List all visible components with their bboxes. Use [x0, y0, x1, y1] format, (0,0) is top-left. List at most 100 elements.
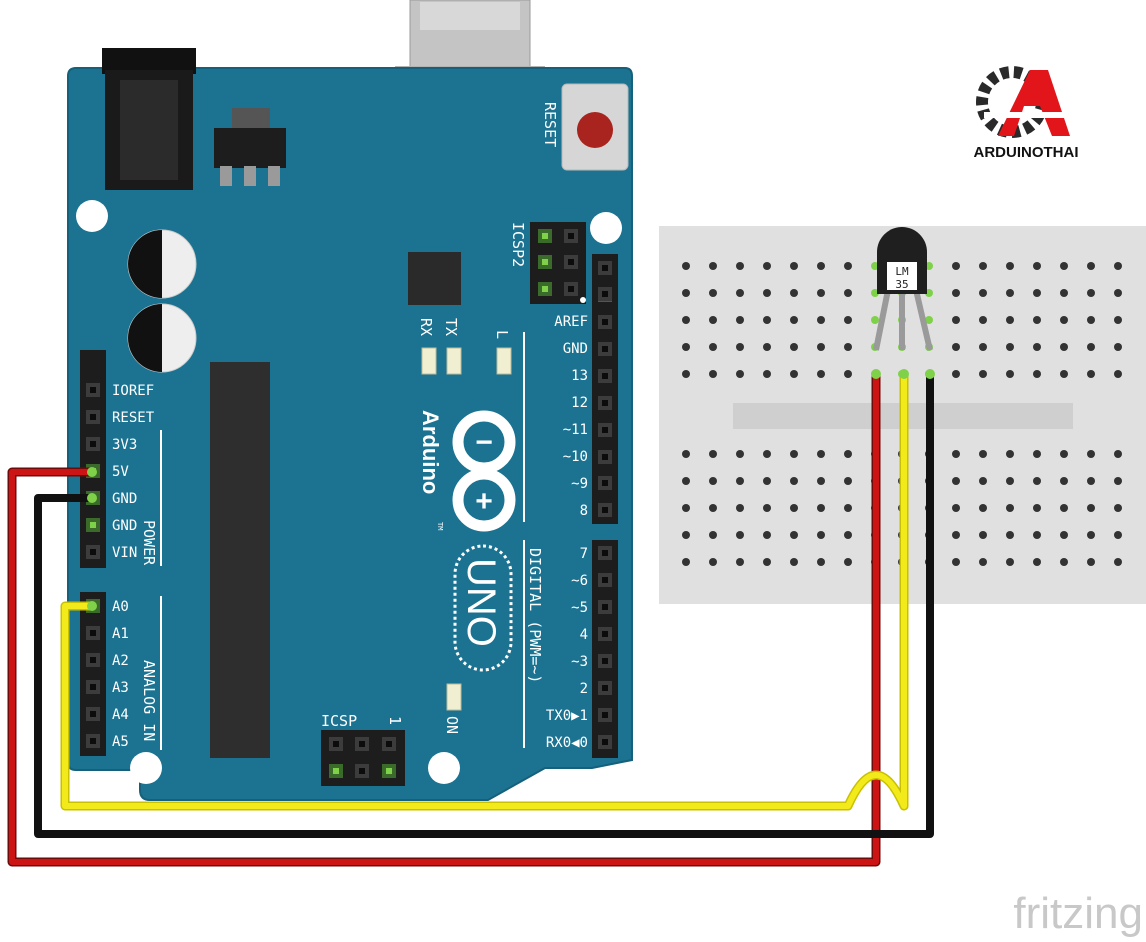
- breadboard-hole[interactable]: [790, 450, 798, 458]
- breadboard-hole[interactable]: [844, 477, 852, 485]
- breadboard-hole[interactable]: [1087, 289, 1095, 297]
- breadboard-hole[interactable]: [1060, 531, 1068, 539]
- breadboard-hole[interactable]: [682, 477, 690, 485]
- breadboard-hole[interactable]: [979, 558, 987, 566]
- breadboard-hole[interactable]: [979, 504, 987, 512]
- breadboard-hole[interactable]: [844, 343, 852, 351]
- breadboard-hole[interactable]: [763, 343, 771, 351]
- breadboard-hole[interactable]: [709, 450, 717, 458]
- breadboard-hole[interactable]: [1033, 370, 1041, 378]
- breadboard-hole[interactable]: [1033, 289, 1041, 297]
- breadboard-hole[interactable]: [682, 504, 690, 512]
- breadboard-hole[interactable]: [736, 531, 744, 539]
- breadboard-hole[interactable]: [1006, 316, 1014, 324]
- breadboard-hole[interactable]: [763, 477, 771, 485]
- breadboard-hole[interactable]: [763, 558, 771, 566]
- breadboard-hole[interactable]: [1006, 558, 1014, 566]
- breadboard-hole[interactable]: [709, 316, 717, 324]
- breadboard-hole[interactable]: [763, 316, 771, 324]
- breadboard-hole[interactable]: [952, 450, 960, 458]
- breadboard-hole[interactable]: [952, 558, 960, 566]
- breadboard-hole[interactable]: [952, 343, 960, 351]
- breadboard-hole[interactable]: [790, 531, 798, 539]
- breadboard-hole[interactable]: [1114, 558, 1122, 566]
- breadboard-hole[interactable]: [1006, 370, 1014, 378]
- breadboard-hole[interactable]: [1033, 504, 1041, 512]
- breadboard-hole[interactable]: [1114, 289, 1122, 297]
- breadboard-hole[interactable]: [1006, 262, 1014, 270]
- breadboard-hole[interactable]: [817, 343, 825, 351]
- breadboard-hole[interactable]: [790, 370, 798, 378]
- breadboard-hole[interactable]: [1033, 450, 1041, 458]
- breadboard-hole[interactable]: [709, 504, 717, 512]
- breadboard-hole[interactable]: [1033, 558, 1041, 566]
- breadboard-hole[interactable]: [844, 289, 852, 297]
- breadboard-hole[interactable]: [790, 343, 798, 351]
- breadboard-hole[interactable]: [763, 450, 771, 458]
- breadboard-hole[interactable]: [1087, 262, 1095, 270]
- breadboard-hole[interactable]: [682, 289, 690, 297]
- breadboard-hole[interactable]: [709, 558, 717, 566]
- breadboard-hole[interactable]: [682, 343, 690, 351]
- breadboard-hole[interactable]: [1060, 558, 1068, 566]
- breadboard-hole[interactable]: [817, 316, 825, 324]
- breadboard-hole[interactable]: [979, 343, 987, 351]
- breadboard-hole[interactable]: [952, 531, 960, 539]
- breadboard-hole[interactable]: [736, 289, 744, 297]
- breadboard-hole[interactable]: [817, 289, 825, 297]
- breadboard-hole[interactable]: [1114, 262, 1122, 270]
- breadboard-hole[interactable]: [1087, 504, 1095, 512]
- breadboard-hole[interactable]: [763, 531, 771, 539]
- breadboard-hole[interactable]: [763, 370, 771, 378]
- breadboard-hole[interactable]: [844, 531, 852, 539]
- breadboard-hole[interactable]: [1087, 316, 1095, 324]
- breadboard-hole[interactable]: [1114, 343, 1122, 351]
- breadboard-hole[interactable]: [736, 477, 744, 485]
- breadboard-hole[interactable]: [1087, 531, 1095, 539]
- breadboard-hole[interactable]: [790, 477, 798, 485]
- breadboard-hole[interactable]: [1006, 477, 1014, 485]
- breadboard-hole[interactable]: [1114, 504, 1122, 512]
- breadboard-hole[interactable]: [1060, 343, 1068, 351]
- breadboard-hole[interactable]: [925, 316, 933, 324]
- breadboard-hole[interactable]: [952, 477, 960, 485]
- breadboard-hole[interactable]: [979, 370, 987, 378]
- breadboard-hole[interactable]: [817, 531, 825, 539]
- breadboard-hole[interactable]: [844, 370, 852, 378]
- breadboard-hole[interactable]: [979, 450, 987, 458]
- breadboard-hole[interactable]: [844, 316, 852, 324]
- breadboard-hole[interactable]: [1033, 477, 1041, 485]
- breadboard-hole[interactable]: [817, 262, 825, 270]
- breadboard-hole[interactable]: [763, 289, 771, 297]
- breadboard-hole[interactable]: [709, 343, 717, 351]
- breadboard-hole[interactable]: [844, 262, 852, 270]
- breadboard-hole[interactable]: [682, 531, 690, 539]
- breadboard-hole[interactable]: [790, 558, 798, 566]
- breadboard-hole[interactable]: [1060, 504, 1068, 512]
- breadboard-hole[interactable]: [709, 370, 717, 378]
- breadboard-hole[interactable]: [736, 262, 744, 270]
- breadboard-hole[interactable]: [817, 477, 825, 485]
- breadboard-hole[interactable]: [790, 262, 798, 270]
- breadboard-hole[interactable]: [952, 504, 960, 512]
- breadboard-hole[interactable]: [817, 450, 825, 458]
- breadboard-hole[interactable]: [1087, 558, 1095, 566]
- breadboard-hole[interactable]: [1060, 450, 1068, 458]
- breadboard-hole[interactable]: [844, 504, 852, 512]
- breadboard-hole[interactable]: [682, 262, 690, 270]
- breadboard-hole[interactable]: [682, 558, 690, 566]
- breadboard-hole[interactable]: [736, 370, 744, 378]
- breadboard-hole[interactable]: [1006, 289, 1014, 297]
- breadboard-hole[interactable]: [1006, 450, 1014, 458]
- breadboard-hole[interactable]: [736, 504, 744, 512]
- breadboard-hole[interactable]: [1060, 262, 1068, 270]
- reset-button[interactable]: [561, 83, 629, 171]
- breadboard-hole[interactable]: [844, 450, 852, 458]
- breadboard-hole[interactable]: [736, 450, 744, 458]
- breadboard-hole[interactable]: [790, 504, 798, 512]
- breadboard-hole[interactable]: [763, 262, 771, 270]
- breadboard-hole[interactable]: [979, 531, 987, 539]
- breadboard-hole[interactable]: [979, 289, 987, 297]
- breadboard-hole[interactable]: [682, 316, 690, 324]
- breadboard-hole[interactable]: [952, 316, 960, 324]
